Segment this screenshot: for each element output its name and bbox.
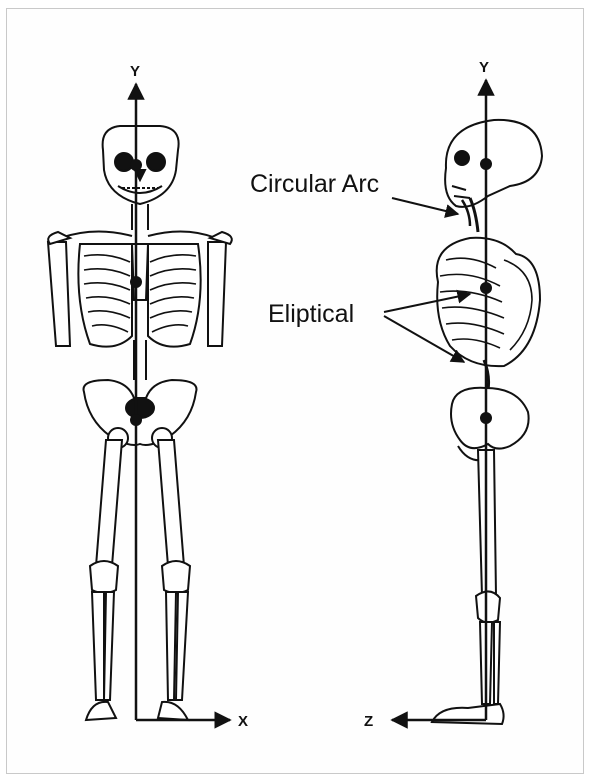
- front-shoulders: [60, 231, 216, 238]
- front-y-axis-label: Y: [130, 63, 140, 80]
- front-ribcage: [78, 244, 200, 347]
- front-pelvis: [84, 380, 197, 448]
- side-skull: [445, 120, 542, 207]
- side-y-axis-label: Y: [479, 59, 489, 76]
- side-ribcage: [437, 238, 540, 366]
- circular-arc-pointer: [392, 198, 458, 214]
- side-lower-leg: [480, 622, 500, 704]
- front-knees: [90, 561, 190, 593]
- circular-arc-callout: Circular Arc: [250, 170, 470, 226]
- side-knee: [476, 591, 500, 622]
- front-femurs: [96, 440, 184, 566]
- front-neck: [132, 204, 148, 230]
- front-lower-legs: [92, 592, 188, 700]
- side-z-axis-label: Z: [364, 713, 373, 730]
- eliptical-label: Eliptical: [268, 300, 354, 328]
- front-x-axis-label: X: [238, 713, 248, 730]
- circular-arc-label: Circular Arc: [250, 170, 379, 198]
